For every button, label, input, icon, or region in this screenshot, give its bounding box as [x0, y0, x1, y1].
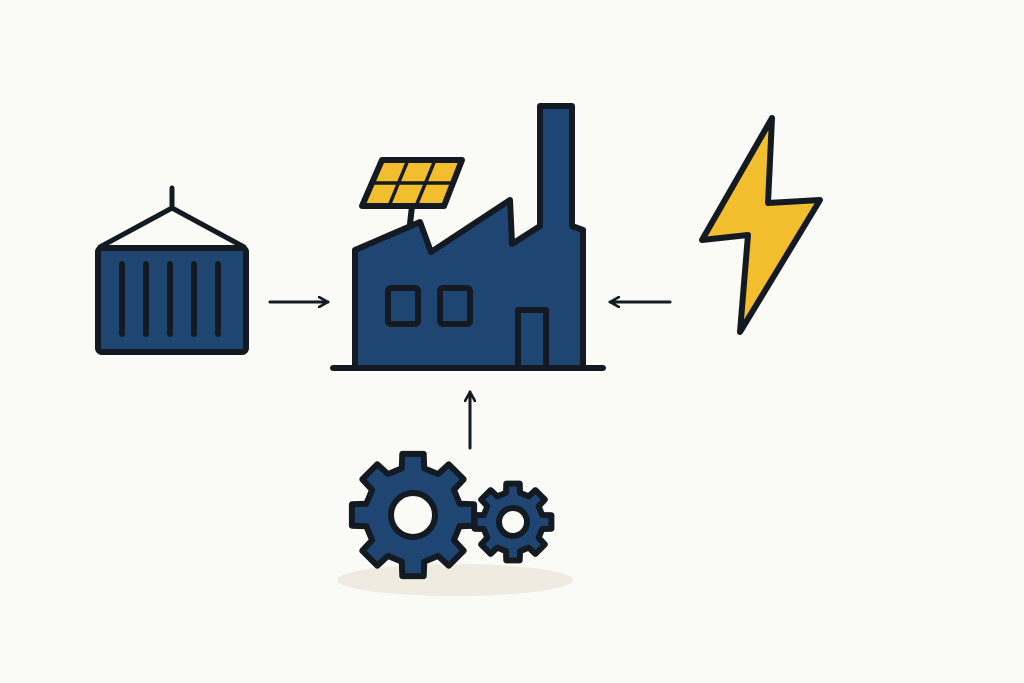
lightning-bolt-icon: [699, 115, 823, 335]
factory-window-left: [385, 285, 421, 327]
container-sling: [97, 205, 247, 250]
gears-icon: [348, 450, 555, 580]
factory-window-right: [437, 285, 473, 327]
factory-with-solar-panel-icon: [330, 103, 606, 371]
solar-panel-grid: [370, 158, 455, 208]
large-gear: [348, 450, 478, 580]
container-ribs: [119, 261, 221, 337]
shipping-container-icon: [95, 185, 249, 355]
small-gear: [471, 480, 555, 564]
factory-door: [515, 307, 549, 369]
gears-shadow: [337, 564, 573, 596]
